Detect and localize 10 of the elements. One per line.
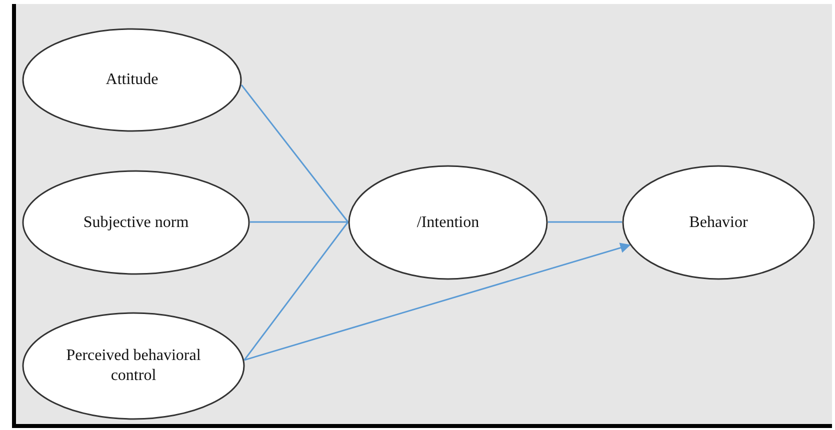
node-label: Perceived behavioral control xyxy=(65,346,202,386)
node-label: /Intention xyxy=(416,212,480,232)
node-label: Subjective norm xyxy=(83,212,189,232)
connector-line xyxy=(240,84,349,222)
node-label: Attitude xyxy=(106,70,158,90)
node-label: Behavior xyxy=(689,212,748,232)
connector-line xyxy=(548,221,622,223)
connector-line xyxy=(250,221,348,223)
arrow xyxy=(244,242,631,361)
connector-line xyxy=(244,222,349,360)
